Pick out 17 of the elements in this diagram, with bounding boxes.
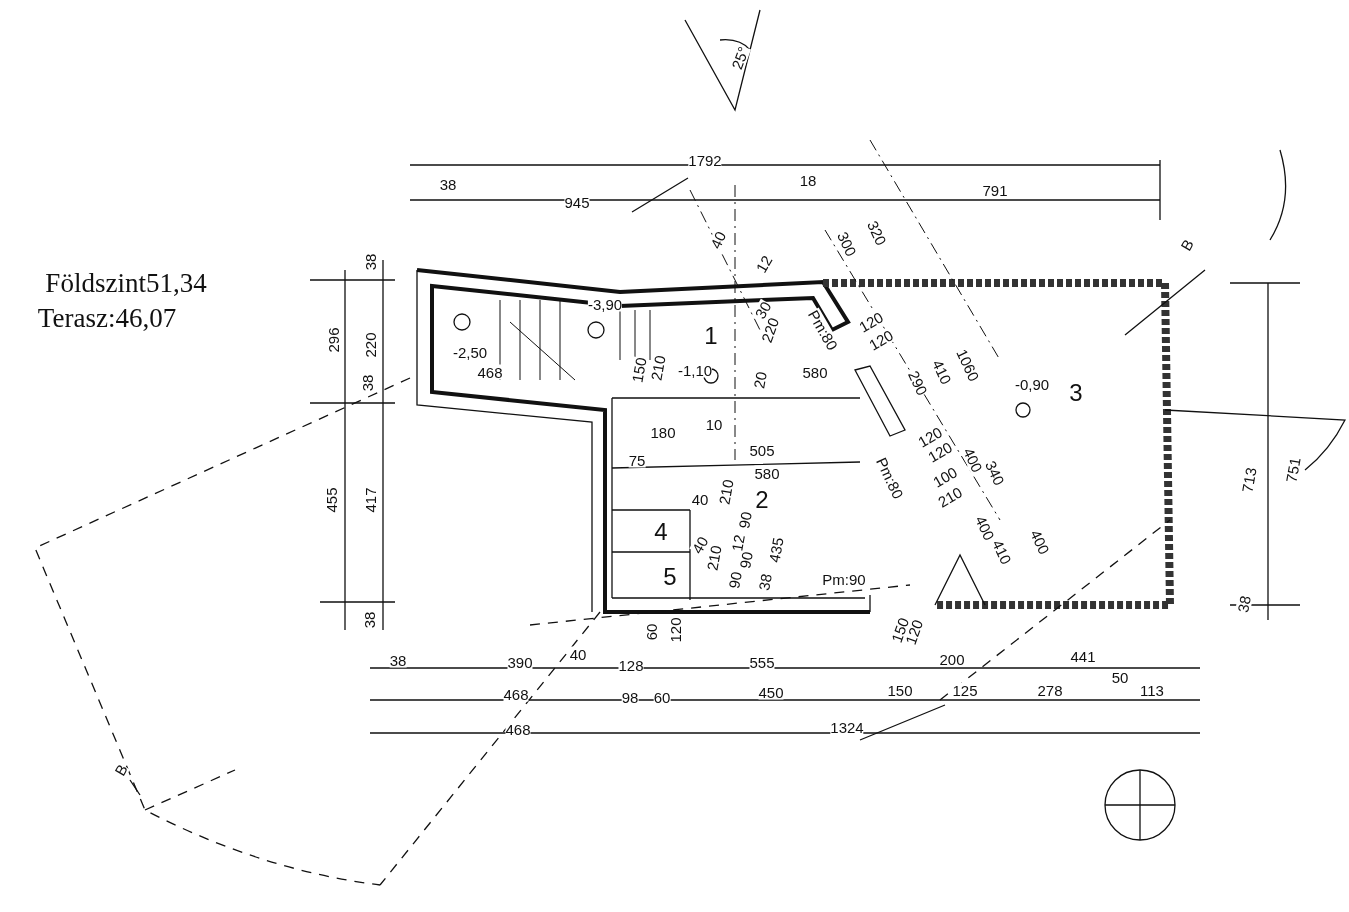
dimension-label: 713 <box>1239 466 1259 494</box>
dimension-label: 12 <box>729 533 747 553</box>
dimension-label: 25° <box>729 44 751 72</box>
dimension-label: 90 <box>736 510 754 530</box>
dimension-label: 20 <box>751 370 769 390</box>
dimension-label: 38 <box>756 572 774 592</box>
dimension-label: 90 <box>726 570 744 590</box>
dimension-label: 150 <box>629 356 649 384</box>
dimension-label: 468 <box>477 364 503 380</box>
dimension-label: 90 <box>737 550 755 570</box>
dimension-label: 751 <box>1283 456 1303 484</box>
dimension-label: 468 <box>505 721 531 737</box>
dimension-label: 40 <box>569 646 587 662</box>
dimension-label: 125 <box>952 682 978 698</box>
dimension-label: 210 <box>716 478 736 506</box>
dimension-label: 210 <box>648 354 668 382</box>
dimension-label: 38 <box>1235 594 1253 614</box>
